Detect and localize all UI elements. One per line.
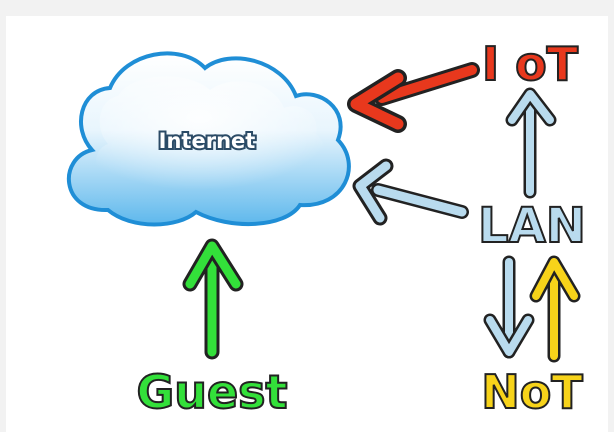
internet-cloud [66,51,351,227]
arrow-lan-to-iot [505,87,557,199]
guest-label: Guest [136,365,287,419]
internet-label: Internet [159,129,256,153]
arrow-not-to-lan [529,255,581,363]
not-label: NoT [481,365,583,419]
arrow-lan-to-internet [352,158,469,226]
iot-label: I oT [482,37,579,91]
arrow-lan-to-not [483,255,535,359]
arrow-guest-to-internet [182,238,244,360]
diagram-canvas [6,16,608,432]
lan-label: LAN [478,198,586,254]
arrow-iot-to-internet [347,62,480,133]
